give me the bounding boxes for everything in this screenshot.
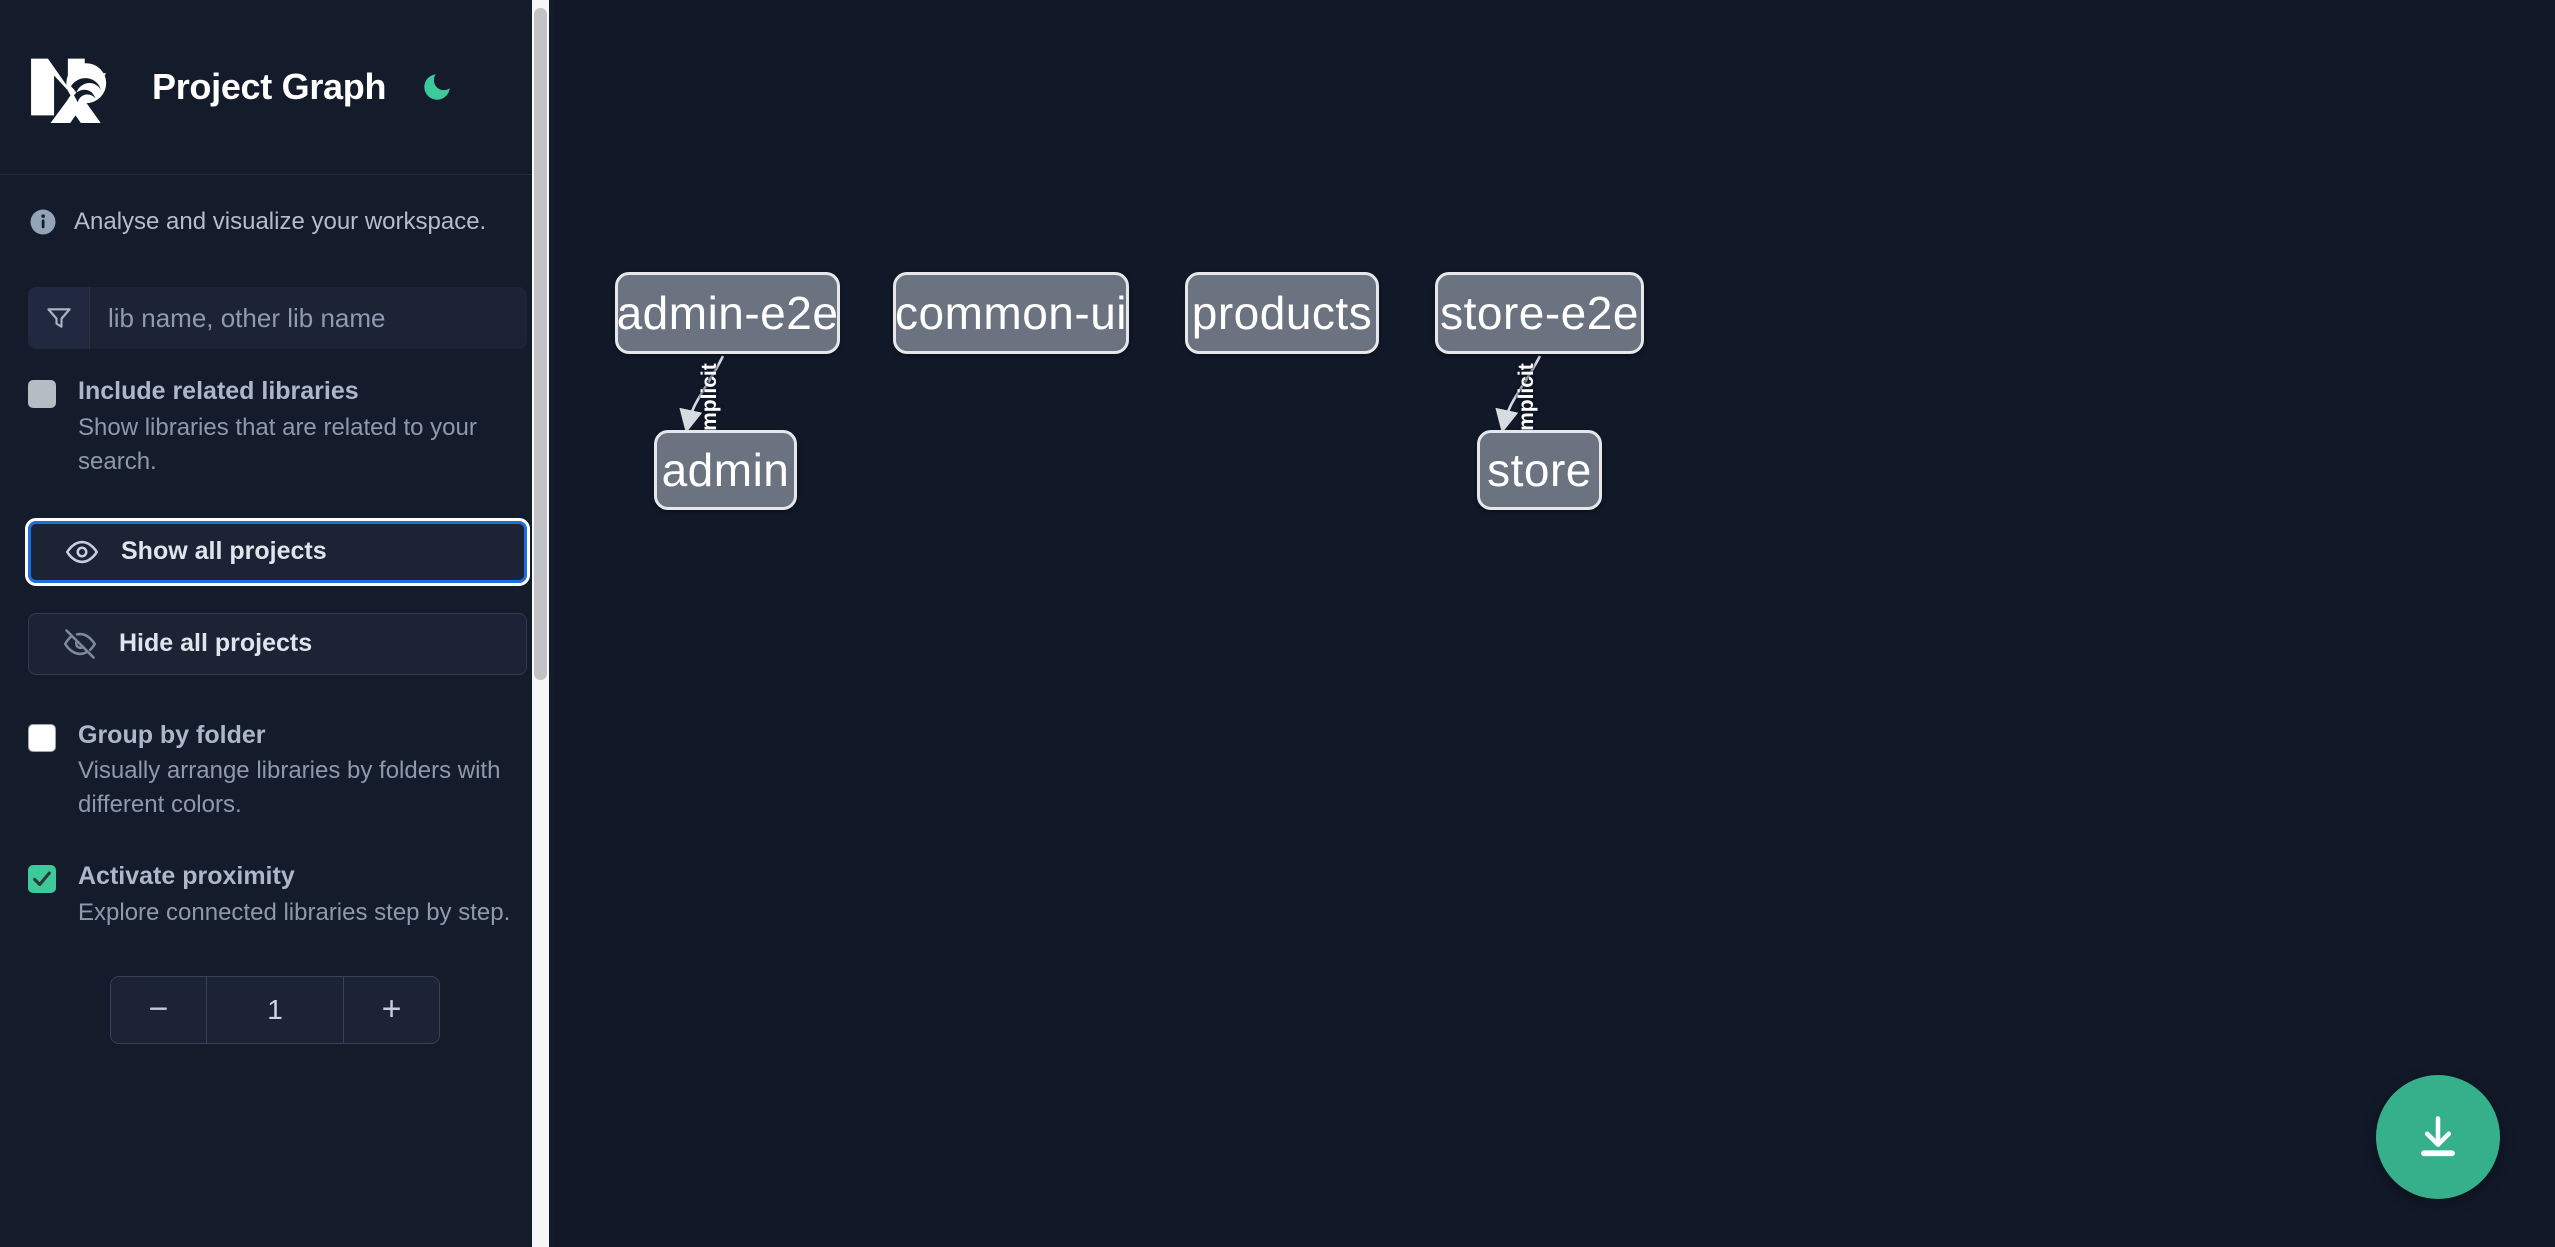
option-activate-proximity[interactable]: Activate proximity Explore connected lib… [0,860,555,930]
graph-node-label: store [1487,444,1592,496]
activate-proximity-label: Activate proximity [78,862,295,891]
option-group-by-folder[interactable]: Group by folder Visually arrange librari… [0,719,555,823]
sidebar-scrollbar-thumb[interactable] [534,8,547,680]
activate-proximity-description: Explore connected libraries step by step… [78,898,511,926]
filter-funnel-icon [46,308,71,328]
show-all-projects-label: Show all projects [121,537,327,566]
group-by-folder-description: Visually arrange libraries by folders wi… [78,757,501,819]
option-include-related-libraries[interactable]: Include related libraries Show libraries… [0,375,555,479]
download-graph-button[interactable] [2376,1075,2500,1199]
graph-node-label: admin-e2e [616,287,839,339]
group-by-folder-text: Group by folder Visually arrange librari… [78,719,523,823]
include-related-libraries-checkbox[interactable] [28,380,56,408]
check-icon [33,871,51,887]
theme-toggle-button[interactable] [416,66,458,108]
filter-funnel-icon-box [28,287,90,349]
edge-label-admin-e2e-admin: implicit [697,363,721,437]
search-input[interactable] [90,287,527,349]
graph-node-store[interactable]: store [1477,430,1602,510]
edge-label-store-e2e-store: implicit [1514,363,1538,437]
hide-all-projects-label: Hide all projects [119,629,313,658]
proximity-decrement-button[interactable]: − [111,976,207,1043]
activate-proximity-text: Activate proximity Explore connected lib… [78,860,510,930]
proximity-value[interactable]: 1 [267,993,283,1025]
include-related-libraries-text: Include related libraries Show libraries… [78,375,523,479]
info-icon [30,209,56,235]
eye-off-icon [63,628,97,659]
workspace-info: Analyse and visualize your workspace. [0,175,555,237]
workspace-info-text: Analyse and visualize your workspace. [74,208,487,235]
graph-node-label: store-e2e [1440,287,1639,339]
page-title: Project Graph [152,66,387,107]
graph-node-common-ui[interactable]: common-ui [893,272,1129,354]
graph-canvas[interactable]: implicit implicit admin-e2e common-ui prod… [555,0,2555,1247]
hide-all-projects-button[interactable]: Hide all projects [28,612,527,675]
graph-edges [679,355,1542,434]
show-all-projects-button[interactable]: Show all projects [25,517,530,586]
graph-node-store-e2e[interactable]: store-e2e [1435,272,1644,354]
include-related-libraries-label: Include related libraries [78,377,359,405]
download-icon [2421,1116,2455,1157]
sidebar-edge [549,0,555,1247]
graph-node-label: common-ui [895,287,1128,339]
graph-node-products[interactable]: products [1185,272,1379,354]
nx-logo-icon [31,58,107,123]
graph-node-admin[interactable]: admin [654,430,797,510]
activate-proximity-checkbox[interactable] [28,865,56,894]
group-by-folder-checkbox[interactable] [28,723,56,752]
include-related-libraries-description: Show libraries that are related to your … [78,413,477,475]
sidebar-scrollbar-track[interactable] [532,0,549,1247]
moon-icon [424,74,450,100]
graph-node-label: products [1191,287,1373,339]
eye-icon [65,540,99,563]
sidebar-header: Project Graph [0,0,555,175]
graph-node-label: admin [661,444,790,496]
sidebar: Project Graph Analyse and visualize your… [0,0,555,1247]
graph-node-admin-e2e[interactable]: admin-e2e [615,272,840,354]
proximity-stepper: − 1 + [110,975,440,1044]
group-by-folder-label: Group by folder [78,720,266,749]
proximity-increment-button[interactable]: + [343,976,439,1043]
search-bar [28,287,527,349]
